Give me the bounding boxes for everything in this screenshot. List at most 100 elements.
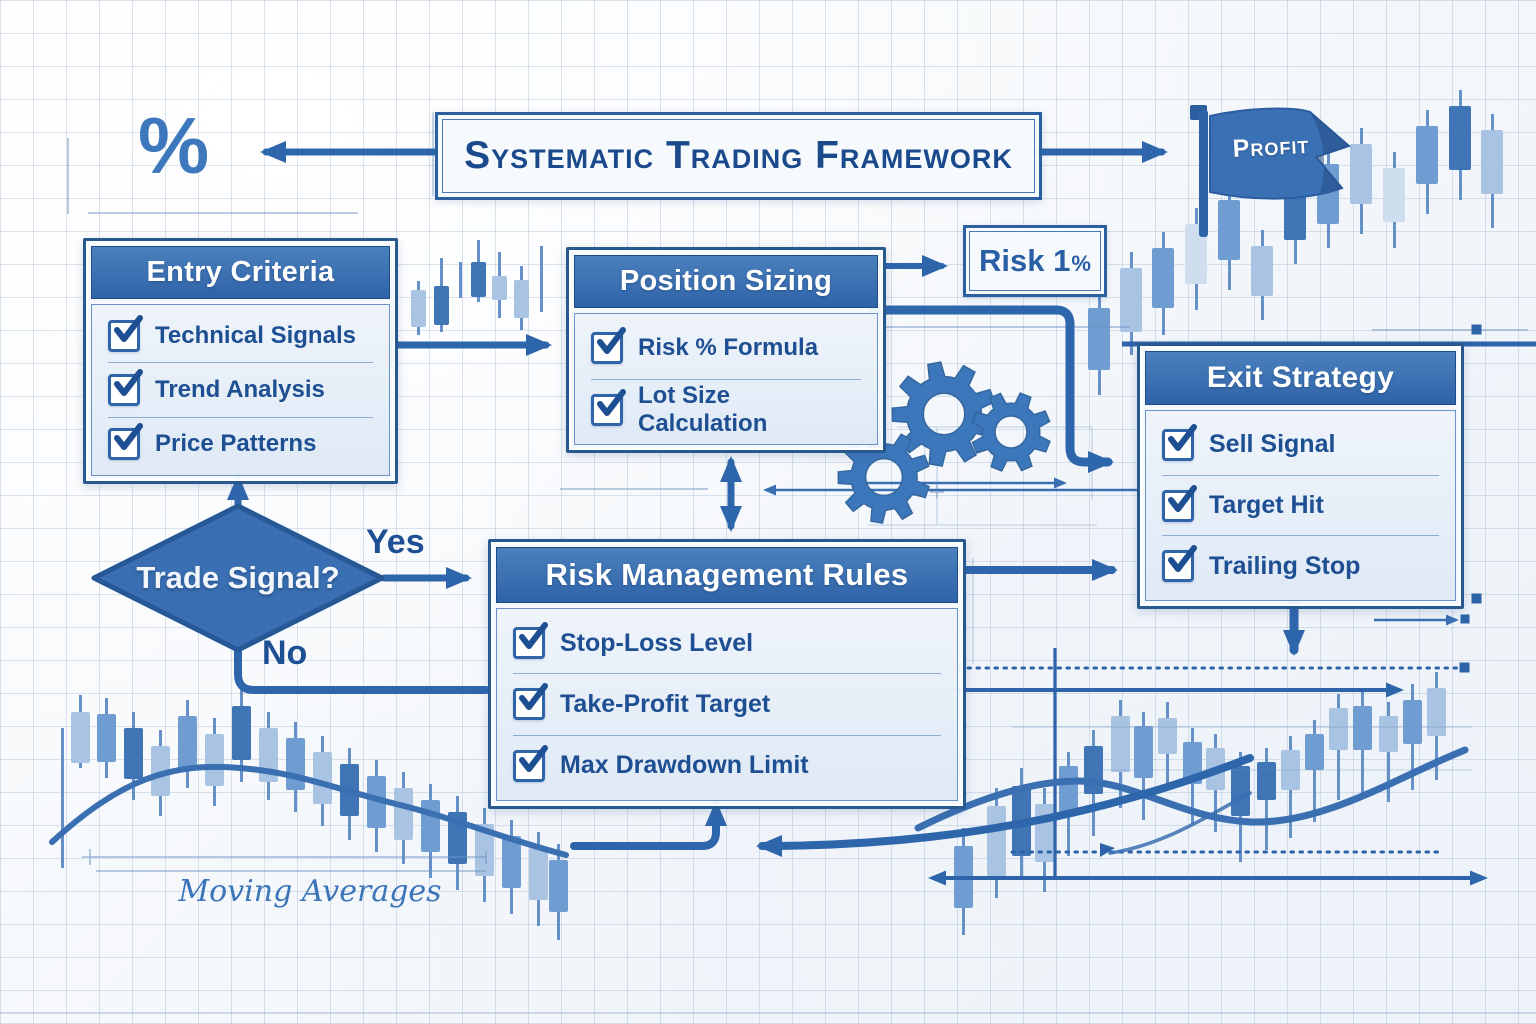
risk-management-rules-title: Risk Management Rules xyxy=(496,547,958,603)
candlestick-body xyxy=(204,734,224,786)
candlestick-body xyxy=(1120,268,1142,332)
checklist-item: Technical Signals xyxy=(108,309,373,362)
moving-averages-label: Moving Averages xyxy=(178,874,442,909)
candlestick-body xyxy=(1058,766,1078,812)
checkbox-icon xyxy=(513,622,548,660)
candlestick-body xyxy=(1256,762,1276,800)
checkbox-icon xyxy=(1162,484,1197,522)
candlestick-body xyxy=(1378,716,1398,752)
risk-1pct-badge: Risk 1 % xyxy=(963,225,1107,297)
percent-symbol: % xyxy=(138,101,210,190)
candlestick-body xyxy=(1426,688,1446,736)
candlestick-body xyxy=(548,860,568,912)
thin-arrows xyxy=(763,477,1459,626)
checklist-item-label: Risk % Formula xyxy=(638,334,819,362)
page-title: Systematic Trading Framework xyxy=(464,134,1013,177)
arrow-up-into-rmr xyxy=(570,800,727,850)
candlestick-body xyxy=(1133,726,1153,778)
candlestick-body xyxy=(470,262,486,297)
no-branch-label: No xyxy=(262,634,308,672)
candlestick-body xyxy=(1383,168,1405,222)
candlestick-body xyxy=(123,728,143,779)
gear-icons xyxy=(837,361,1051,524)
candlestick-body xyxy=(1416,126,1438,184)
candlestick-body xyxy=(491,276,507,300)
candlestick-body xyxy=(1449,106,1471,170)
candlestick-body xyxy=(501,836,521,888)
candlestick-body xyxy=(70,712,90,763)
candlestick-body xyxy=(393,788,413,840)
candlestick-body xyxy=(1251,246,1273,296)
checklist-item-label: Target Hit xyxy=(1209,491,1324,519)
candlestick-body xyxy=(1328,708,1348,750)
decision-label: Trade Signal? xyxy=(136,560,340,595)
checklist-item-label: Sell Signal xyxy=(1209,430,1336,459)
profit-flag-label: Profit xyxy=(1231,131,1310,163)
entry-criteria-title: Entry Criteria xyxy=(91,246,390,299)
checklist-item: Max Drawdown Limit xyxy=(513,734,941,796)
candlestick-body xyxy=(1157,718,1177,754)
checklist-item: Price Patterns xyxy=(108,416,373,471)
candlestick-body xyxy=(1110,716,1130,772)
moving-average-curves xyxy=(49,746,1469,858)
candlestick-body xyxy=(1350,144,1372,204)
candlestick-wick xyxy=(1312,720,1316,822)
checklist-item-label: Max Drawdown Limit xyxy=(560,751,809,780)
checkbox-icon xyxy=(108,423,143,461)
candlestick-body xyxy=(231,706,251,760)
gear-icon xyxy=(971,392,1051,472)
yes-branch-label: Yes xyxy=(366,523,425,561)
checkbox-icon xyxy=(1162,423,1197,461)
candlestick-body xyxy=(366,776,386,828)
candlestick-wick xyxy=(60,728,64,868)
candlestick-body xyxy=(177,716,197,768)
checkbox-icon xyxy=(513,683,548,721)
candlestick-body xyxy=(1152,248,1174,308)
checklist-item: Trend Analysis xyxy=(108,362,373,416)
checklist-item-label: Stop-Loss Level xyxy=(560,628,754,657)
checkbox-icon xyxy=(1162,545,1197,583)
checkbox-icon xyxy=(591,388,626,426)
risk-badge-label: Risk 1 xyxy=(979,243,1071,278)
arrow-position-to-exit xyxy=(867,305,1114,473)
checkbox-icon xyxy=(108,314,143,352)
connector-no xyxy=(234,640,490,694)
candlestick-wick xyxy=(458,262,462,298)
checkbox-icon xyxy=(108,368,143,406)
checkbox-icon xyxy=(513,744,548,782)
candlestick-body xyxy=(1185,224,1207,284)
risk-badge-percent: % xyxy=(1071,251,1091,276)
checklist-item: Risk % Formula xyxy=(591,318,861,379)
candlestick-wick xyxy=(1386,702,1390,802)
candlestick-body xyxy=(528,848,548,900)
candlestick-body xyxy=(1088,308,1110,370)
candlestick-body xyxy=(150,746,170,796)
position-sizing-title: Position Sizing xyxy=(574,255,878,308)
candlestick-body xyxy=(1284,188,1306,240)
checklist-item: Stop-Loss Level xyxy=(513,613,941,673)
profit-flag-icon xyxy=(1190,105,1351,237)
candlestick-body xyxy=(1230,766,1250,816)
candlestick-body xyxy=(1304,734,1324,770)
checklist-item: Sell Signal xyxy=(1162,415,1439,475)
candlestick-body xyxy=(1352,706,1372,750)
candlestick-body xyxy=(1218,200,1240,260)
candlestick-body xyxy=(433,286,449,325)
gear-icon xyxy=(837,430,930,524)
candlestick-body xyxy=(513,280,529,318)
checkbox-icon xyxy=(591,327,626,365)
candlestick-body xyxy=(1280,750,1300,790)
flow-connectors xyxy=(227,141,1305,857)
gear-icon xyxy=(891,361,996,467)
checklist-item: Lot Size Calculation xyxy=(591,378,861,441)
checklist-item-label: Trend Analysis xyxy=(155,375,325,403)
candlestick-body xyxy=(312,752,332,804)
